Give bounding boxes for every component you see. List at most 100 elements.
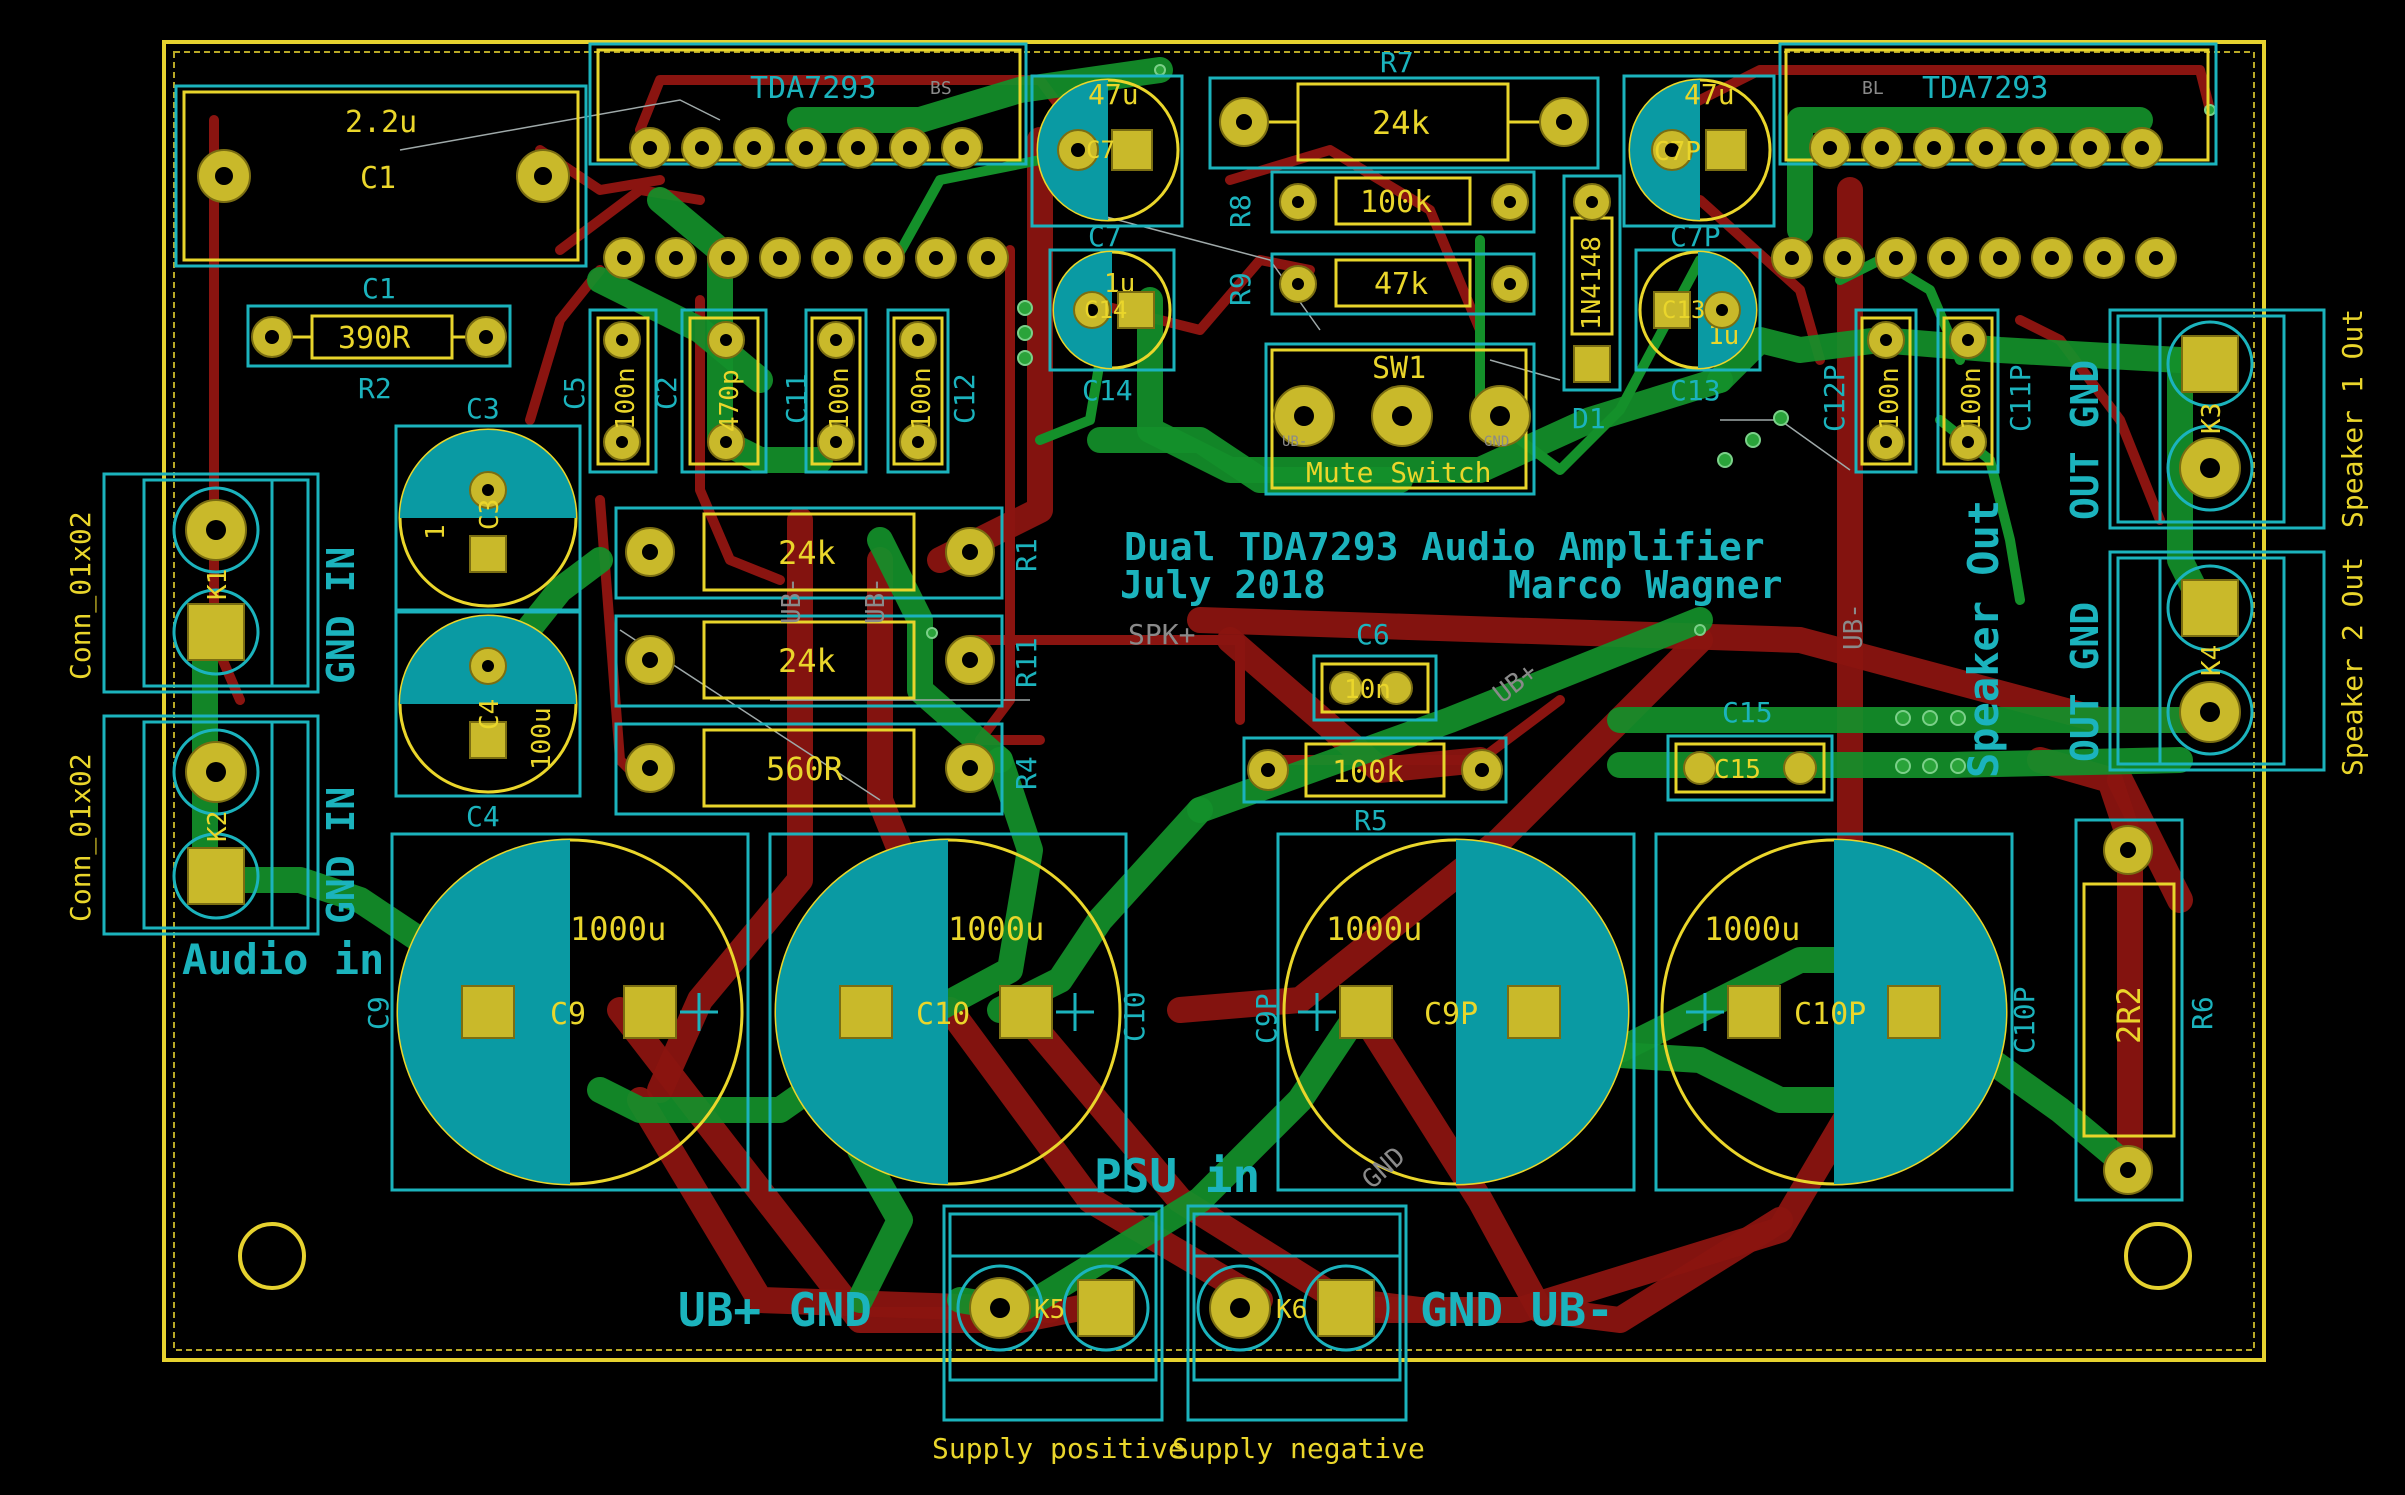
- svg-text:C9P: C9P: [1424, 997, 1478, 1032]
- capacitor-c2: 470p C2: [650, 308, 768, 474]
- svg-text:R7: R7: [1380, 46, 1414, 79]
- svg-text:SW1: SW1: [1372, 351, 1426, 386]
- board-title: Dual TDA7293 Audio Amplifier: [1124, 525, 1765, 569]
- svg-text:K1: K1: [203, 569, 233, 600]
- capacitor-c9: 1000u C9 C9: [362, 832, 750, 1192]
- svg-text:OUT GND: OUT GND: [2063, 360, 2107, 520]
- resistor-r1: 24k R1: [614, 506, 1043, 600]
- resistor-r5: 100k R5: [1242, 736, 1508, 837]
- capacitor-c6: 10n C6: [1312, 618, 1438, 722]
- svg-text:1N4148: 1N4148: [1577, 236, 1607, 330]
- svg-text:100n: 100n: [825, 367, 855, 430]
- svg-text:Mute Switch: Mute Switch: [1306, 456, 1491, 489]
- svg-text:C12: C12: [948, 373, 981, 424]
- gnd-ub-minus-label: GND UB-: [1420, 1283, 1614, 1337]
- switch-sw1: SW1 UB- GND Mute Switch: [1264, 342, 1536, 496]
- svg-text:D1: D1: [1572, 402, 1606, 435]
- net-label-ub-minus-2: UB-: [861, 577, 891, 624]
- capacitor-c9p: 1000u C9P C9P: [1250, 832, 1636, 1192]
- svg-text:GND: GND: [1484, 434, 1509, 450]
- svg-text:100n: 100n: [907, 367, 937, 430]
- capacitor-c13: 1u C13 C13: [1634, 248, 1762, 407]
- capacitor-c10: 1000u C10 C10: [768, 832, 1151, 1192]
- speaker-out-label: Speaker Out: [1959, 500, 2008, 778]
- svg-text:C7P: C7P: [1670, 220, 1721, 253]
- ic-left-tag: BS: [930, 78, 952, 99]
- diode-d1: 1N4148 D1: [1562, 174, 1622, 435]
- svg-text:C15: C15: [1714, 755, 1761, 785]
- svg-text:24k: 24k: [778, 642, 836, 680]
- capacitor-c11: 100n C11: [780, 308, 868, 474]
- svg-text:C7: C7: [1088, 220, 1122, 253]
- ic-tda7293-right: TDA7293 BL: [1771, 42, 2218, 279]
- svg-text:C13: C13: [1670, 374, 1721, 407]
- svg-text:K6: K6: [1276, 1295, 1307, 1325]
- svg-text:100k: 100k: [1332, 755, 1404, 790]
- board-author: Marco Wagner: [1508, 563, 1783, 607]
- svg-text:47u: 47u: [1088, 78, 1139, 111]
- capacitor-c5: 100n C5: [558, 308, 658, 474]
- svg-text:OUT GND: OUT GND: [2063, 602, 2107, 762]
- svg-text:1000u: 1000u: [1704, 910, 1800, 948]
- board-edge-keepout: [173, 51, 2255, 1351]
- capacitor-c15: C15 C15: [1666, 696, 1834, 802]
- ic-right-label: TDA7293: [1922, 71, 2048, 106]
- resistor-r9: 47k R9: [1224, 252, 1536, 316]
- connector-k6: K6 Supply negative: [1172, 1204, 1425, 1465]
- capacitor-c11p: 100n C11P: [1936, 308, 2037, 474]
- c1-ref-silk: C1: [362, 272, 396, 305]
- svg-text:100n: 100n: [1957, 367, 1987, 430]
- resistor-r7: 24k R7: [1208, 46, 1600, 170]
- svg-text:R5: R5: [1354, 804, 1388, 837]
- svg-text:C11P: C11P: [2004, 365, 2037, 432]
- connector-k4: K4 OUT GND Speaker 2 Out: [2063, 550, 2369, 776]
- connector-k3: K3 OUT GND Speaker 1 Out: [2063, 308, 2369, 530]
- svg-text:C9: C9: [362, 996, 395, 1030]
- resistor-r6: 2R2 R6: [2074, 818, 2219, 1202]
- svg-text:C6: C6: [1356, 618, 1390, 651]
- svg-text:C4: C4: [475, 699, 505, 730]
- capacitor-c10p: 1000u C10P C10P: [1654, 832, 2041, 1192]
- svg-text:R2: R2: [358, 372, 392, 405]
- net-label-gnd: GND: [1357, 1141, 1412, 1195]
- svg-text:Conn_01x02: Conn_01x02: [64, 511, 98, 680]
- svg-text:1000u: 1000u: [1326, 910, 1422, 948]
- svg-text:C13: C13: [1662, 296, 1705, 324]
- svg-text:GND IN: GND IN: [319, 787, 363, 924]
- mounting-hole-right: [2124, 1222, 2192, 1290]
- capacitor-c14: 1u C14 C14: [1048, 248, 1176, 407]
- board-date: July 2018: [1120, 563, 1326, 607]
- ub-plus-gnd-label: UB+ GND: [678, 1283, 872, 1337]
- svg-text:R9: R9: [1224, 272, 1257, 306]
- svg-text:1: 1: [421, 524, 451, 540]
- svg-text:C10P: C10P: [2008, 987, 2041, 1054]
- svg-text:470p: 470p: [715, 369, 745, 432]
- capacitor-c12p: 100n C12P: [1818, 308, 1918, 474]
- svg-text:C7P: C7P: [1654, 137, 1701, 167]
- ic-tda7293-left: TDA7293 BS: [588, 42, 1028, 279]
- capacitor-c3: C3 1 C3: [394, 392, 582, 612]
- resistor-r8: 100k R8: [1224, 170, 1536, 234]
- ic-right-pins: [1771, 127, 2177, 279]
- mounting-hole-left: [238, 1222, 306, 1290]
- resistor-r4: 560R R4: [614, 722, 1043, 816]
- ic-right-tag: BL: [1862, 78, 1884, 99]
- svg-text:C5: C5: [558, 376, 591, 410]
- svg-text:Supply negative: Supply negative: [1172, 1432, 1425, 1465]
- connector-k2: K2 Conn_01x02 GND IN: [64, 714, 363, 936]
- svg-text:R8: R8: [1224, 194, 1257, 228]
- svg-text:C10P: C10P: [1794, 997, 1866, 1032]
- capacitor-c7: 47u C7 C7: [1030, 74, 1184, 253]
- svg-text:C7: C7: [1086, 136, 1115, 164]
- svg-text:100n: 100n: [611, 367, 641, 430]
- svg-text:Speaker 1 Out: Speaker 1 Out: [2336, 309, 2369, 528]
- svg-text:1000u: 1000u: [948, 910, 1044, 948]
- svg-text:R1: R1: [1010, 538, 1043, 572]
- ic-left-label: TDA7293: [750, 71, 876, 106]
- psu-in-label: PSU in: [1094, 1149, 1260, 1203]
- svg-text:K2: K2: [203, 811, 233, 842]
- capacitor-c7p: 47u C7P C7P: [1622, 74, 1776, 253]
- capacitor-c1: 2.2u C1: [174, 84, 588, 268]
- board-outline: [162, 40, 2266, 1362]
